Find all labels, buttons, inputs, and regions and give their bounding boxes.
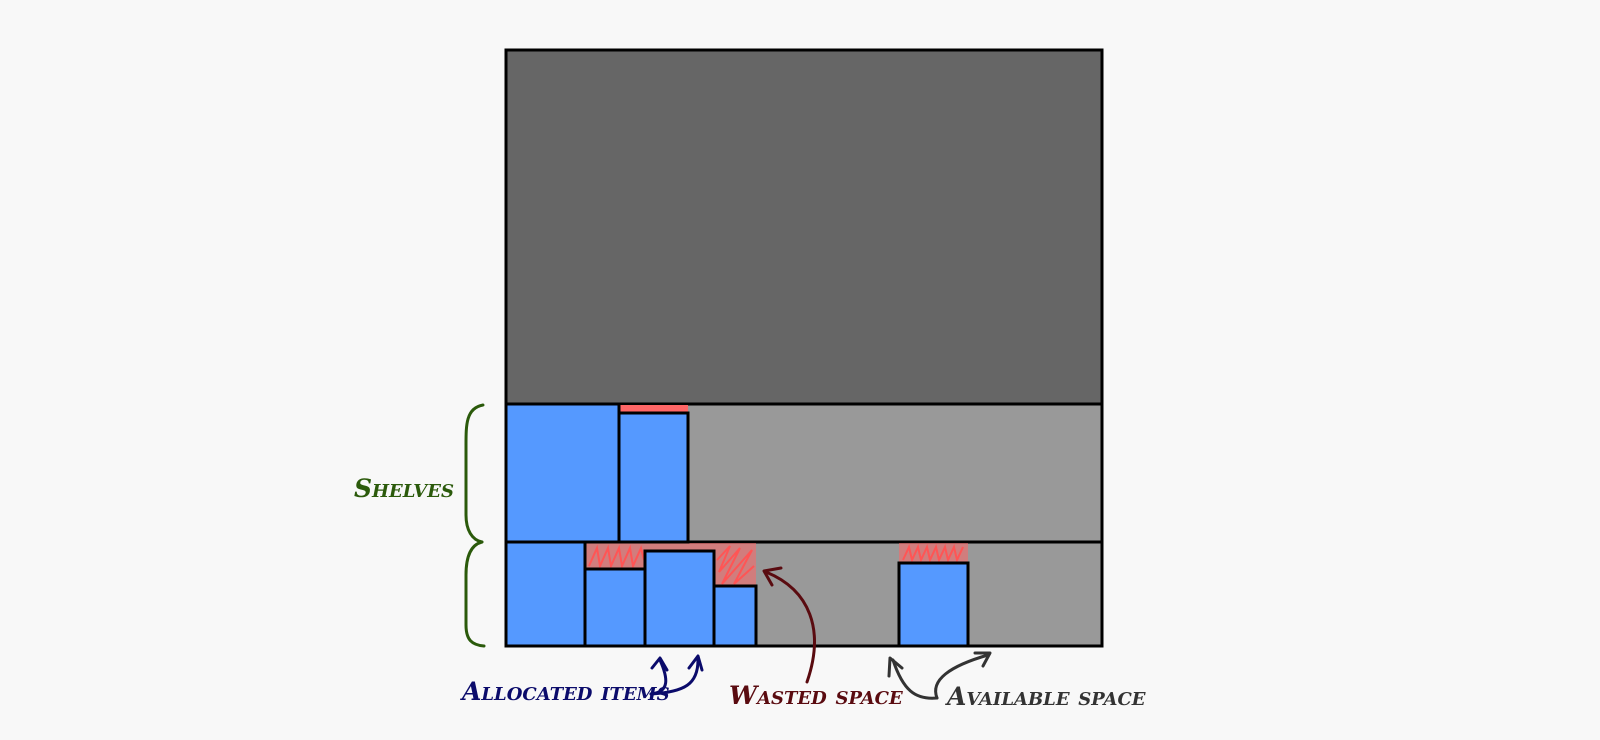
allocated-item (617, 411, 690, 544)
allocated-item (504, 402, 621, 544)
wasted-space-label: Wasted space (729, 681, 903, 710)
wasted-space-regions (585, 405, 968, 586)
wasted-hatch (716, 545, 755, 585)
wasted-space-region (619, 405, 688, 413)
unused-region (504, 48, 1104, 406)
shelves-brace (464, 403, 486, 648)
wasted-hatch (588, 544, 645, 570)
wasted-space-region (645, 543, 714, 551)
wasted-space-arrow (762, 566, 816, 684)
allocated-item (643, 549, 716, 648)
allocated-item (712, 584, 758, 648)
allocated-item (897, 561, 970, 648)
allocated-items-arrows (649, 654, 704, 696)
allocated-item (583, 567, 647, 648)
shelves-label: Shelves (354, 474, 454, 503)
wasted-space-region (714, 543, 756, 586)
allocated-item (504, 540, 587, 648)
allocated-items-shelf-1 (504, 402, 690, 544)
available-space-arrows (887, 651, 992, 700)
allocated-items-label: Allocated items (460, 677, 670, 706)
available-space-label: Available space (945, 682, 1146, 711)
wasted-hatch (902, 543, 964, 564)
allocated-items-shelf-2 (504, 540, 970, 648)
